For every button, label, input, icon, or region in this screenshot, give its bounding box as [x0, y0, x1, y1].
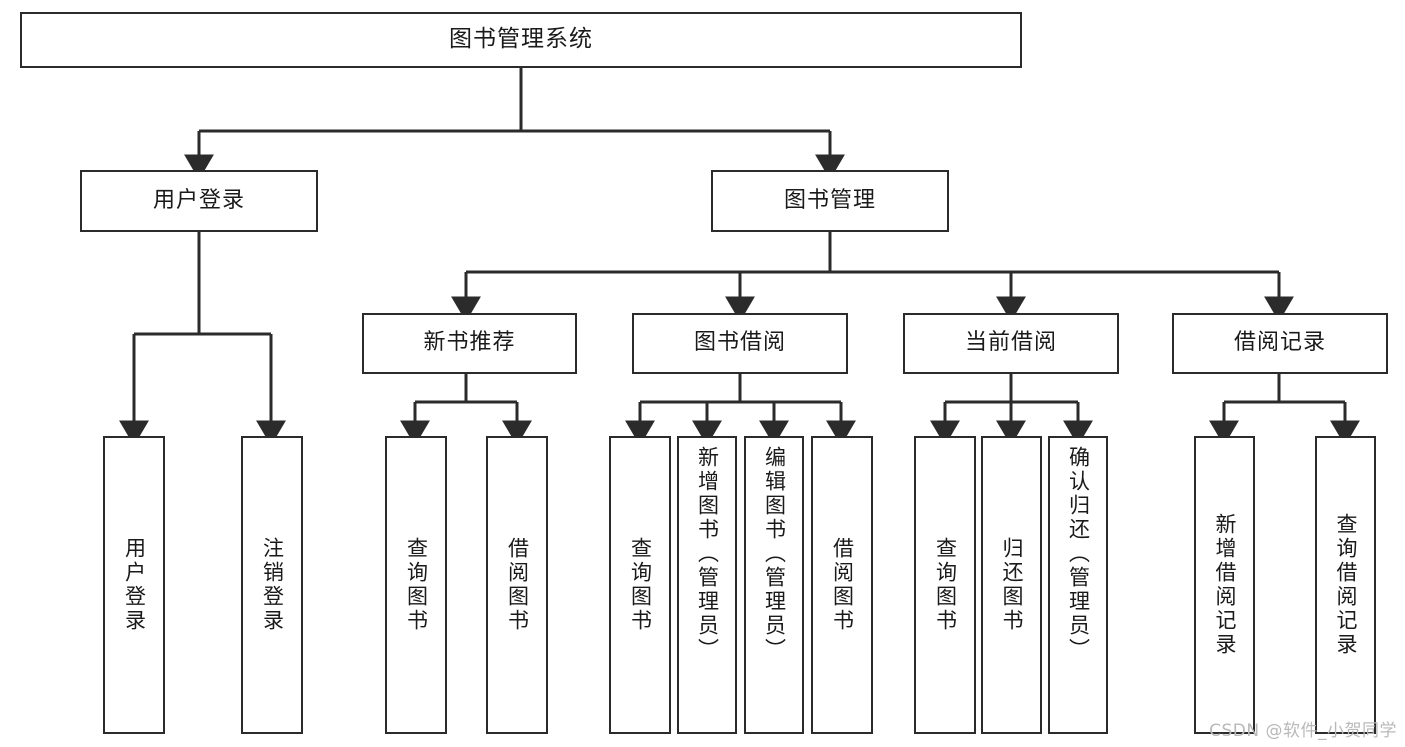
- leaf-borrow-book[interactable]: 借阅图书: [811, 436, 873, 734]
- node-book-management[interactable]: 图书管理: [711, 170, 949, 232]
- node-label: 编辑图书（管理员）: [762, 446, 787, 662]
- node-borrow-record[interactable]: 借阅记录: [1172, 313, 1388, 374]
- node-label: 归还图书: [1000, 537, 1024, 633]
- leaf-confirm-return-admin[interactable]: 确认归还（管理员）: [1048, 436, 1108, 734]
- node-root-book-management-system[interactable]: 图书管理系统: [20, 12, 1022, 68]
- leaf-query-borrow-record[interactable]: 查询借阅记录: [1315, 436, 1376, 734]
- leaf-add-book-admin[interactable]: 新增图书（管理员）: [677, 436, 737, 734]
- node-label: 图书借阅: [693, 330, 786, 356]
- node-label: 查询借阅记录: [1334, 513, 1358, 657]
- node-label: 借阅图书: [505, 537, 530, 633]
- node-new-book-recommendation[interactable]: 新书推荐: [362, 313, 577, 374]
- node-current-borrow[interactable]: 当前借阅: [903, 313, 1119, 374]
- node-label: 图书管理系统: [449, 26, 593, 53]
- node-book-borrow[interactable]: 图书借阅: [632, 313, 848, 374]
- node-label: 用户登录: [152, 187, 245, 213]
- leaf-query-book-borrow[interactable]: 查询图书: [609, 436, 671, 734]
- node-label: 注销登录: [260, 537, 285, 633]
- watermark-text: CSDN @软件_小贺同学: [1209, 721, 1397, 741]
- node-label: 确认归还（管理员）: [1066, 446, 1091, 662]
- node-label: 查询图书: [404, 537, 429, 633]
- node-label: 新书推荐: [423, 330, 516, 356]
- node-label: 借阅记录: [1233, 330, 1326, 356]
- node-label: 图书管理: [783, 187, 876, 213]
- leaf-user-logout[interactable]: 注销登录: [241, 436, 303, 734]
- node-label: 查询图书: [628, 537, 653, 633]
- leaf-user-login[interactable]: 用户登录: [103, 436, 165, 734]
- leaf-return-book[interactable]: 归还图书: [981, 436, 1042, 734]
- node-user-login[interactable]: 用户登录: [80, 170, 318, 232]
- leaf-query-book-current[interactable]: 查询图书: [914, 436, 976, 734]
- leaf-add-borrow-record[interactable]: 新增借阅记录: [1194, 436, 1255, 734]
- node-label: 借阅图书: [830, 537, 855, 633]
- node-label: 查询图书: [933, 537, 958, 633]
- leaf-edit-book-admin[interactable]: 编辑图书（管理员）: [744, 436, 804, 734]
- node-label: 当前借阅: [964, 330, 1057, 356]
- leaf-query-book-recommendation[interactable]: 查询图书: [385, 436, 447, 734]
- node-label: 用户登录: [122, 537, 147, 633]
- node-label: 新增图书（管理员）: [695, 446, 720, 662]
- leaf-borrow-book-recommendation[interactable]: 借阅图书: [486, 436, 548, 734]
- node-label: 新增借阅记录: [1213, 513, 1237, 657]
